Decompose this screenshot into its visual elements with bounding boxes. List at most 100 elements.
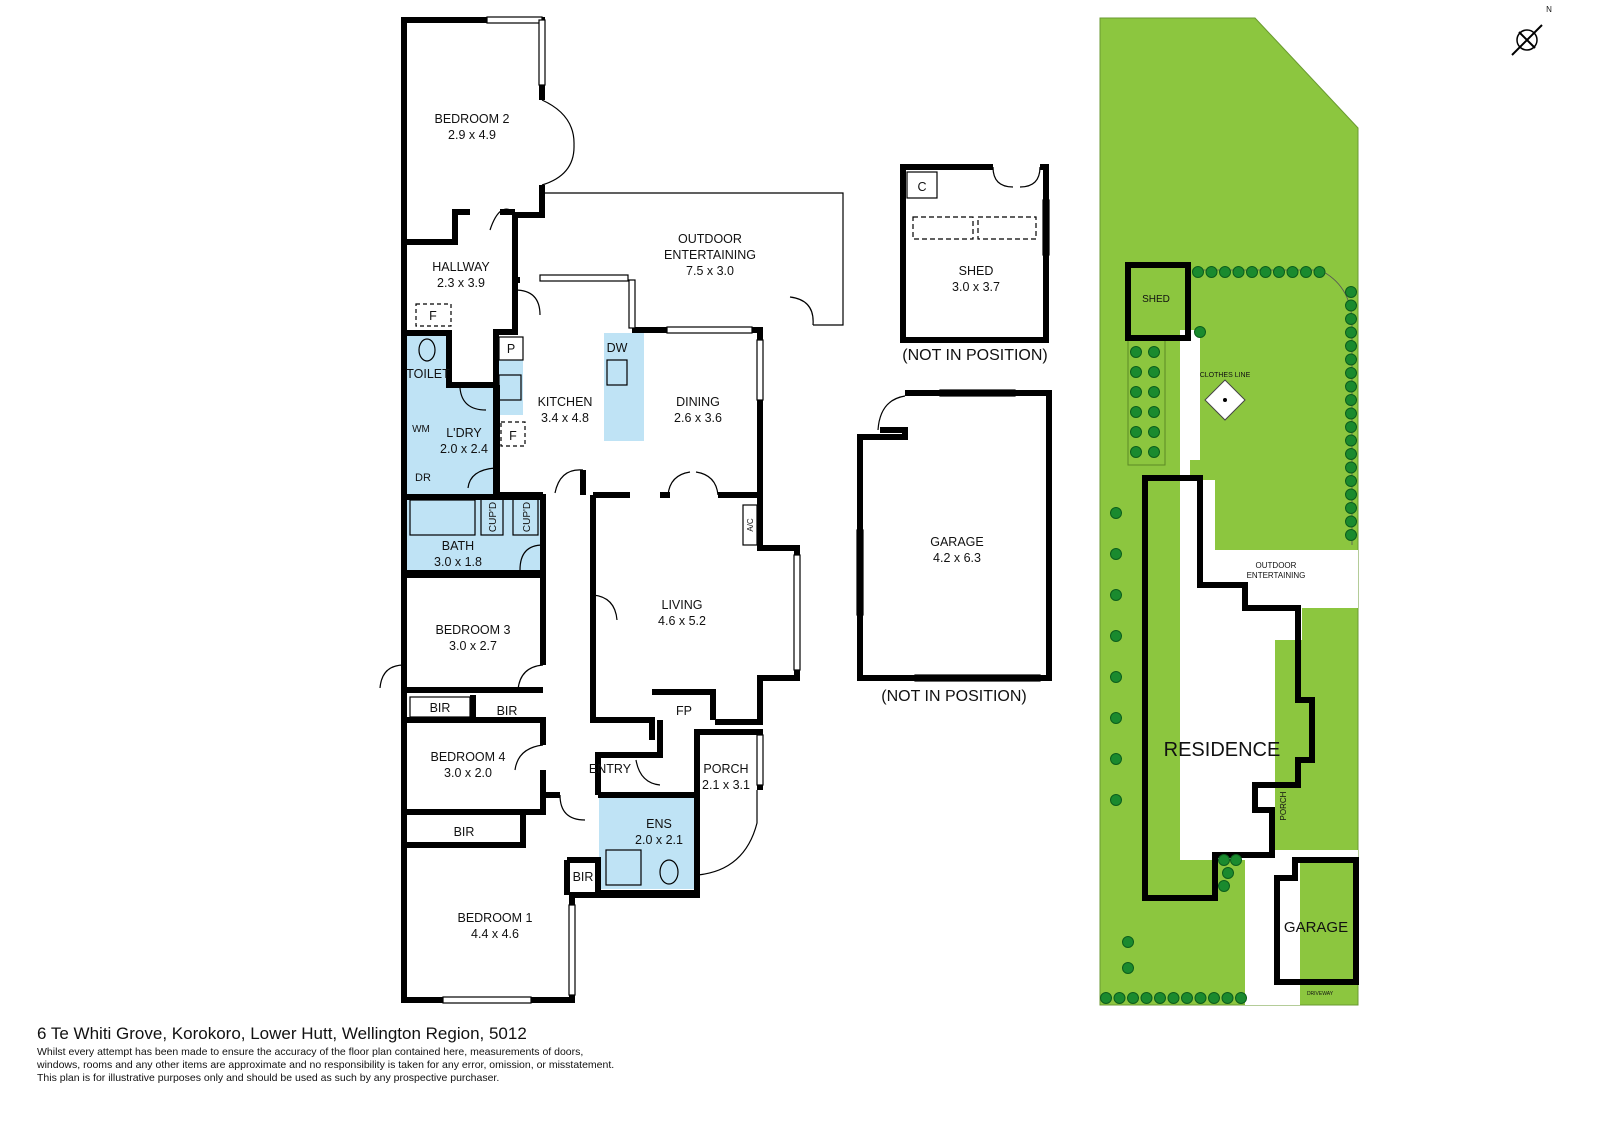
- svg-text:CLOTHES LINE: CLOTHES LINE: [1200, 372, 1251, 379]
- tree-icon: [1286, 266, 1299, 278]
- svg-text:BIR: BIR: [454, 825, 475, 839]
- tree-icon: [1110, 589, 1122, 601]
- svg-text:2.1 x 3.1: 2.1 x 3.1: [702, 778, 750, 792]
- tree-icon: [1345, 421, 1357, 433]
- svg-text:GARAGE: GARAGE: [1284, 919, 1348, 936]
- svg-text:4.6 x 5.2: 4.6 x 5.2: [658, 614, 706, 628]
- svg-text:3.0 x 1.8: 3.0 x 1.8: [434, 555, 482, 569]
- tree-icon: [1300, 266, 1312, 278]
- tree-icon: [1246, 266, 1258, 278]
- tree-icon: [1127, 992, 1139, 1004]
- tree-icon: [1148, 386, 1160, 398]
- svg-text:3.0 x 3.7: 3.0 x 3.7: [952, 280, 1000, 294]
- tree-icon: [1345, 326, 1357, 339]
- tree-icon: [1235, 992, 1247, 1004]
- tree-icon: [1122, 962, 1134, 974]
- tree-icon: [1130, 386, 1142, 398]
- svg-text:DR: DR: [415, 472, 431, 484]
- svg-text:N: N: [1546, 5, 1552, 14]
- site-plan: SHED CLOTHES LINE OUTDOOR ENTERTAINING R…: [1099, 17, 1359, 1006]
- svg-text:PORCH: PORCH: [703, 762, 748, 776]
- svg-text:4.4 x 4.6: 4.4 x 4.6: [471, 927, 519, 941]
- tree-icon: [1130, 446, 1142, 458]
- tree-icon: [1192, 266, 1204, 278]
- tree-icon: [1194, 326, 1206, 338]
- tree-icon: [1259, 266, 1272, 278]
- svg-text:SHED: SHED: [959, 264, 994, 278]
- north-compass-icon: N: [1511, 5, 1552, 56]
- garage-plan: GARAGE 4.2 x 6.3 (NOT IN POSITION): [856, 389, 1052, 705]
- svg-text:2.9 x 4.9: 2.9 x 4.9: [448, 128, 496, 142]
- footer: 6 Te Whiti Grove, Korokoro, Lower Hutt, …: [37, 1024, 614, 1085]
- tree-icon: [1110, 753, 1122, 765]
- tree-icon: [1148, 426, 1160, 438]
- svg-text:7.5 x 3.0: 7.5 x 3.0: [686, 264, 734, 278]
- tree-icon: [1140, 992, 1153, 1004]
- svg-text:GARAGE: GARAGE: [930, 535, 984, 549]
- tree-icon: [1148, 346, 1160, 358]
- tree-icon: [1345, 407, 1357, 420]
- shed-plan: C SHED 3.0 x 3.7 (NOT IN POSITION): [900, 164, 1050, 364]
- tree-icon: [1154, 992, 1166, 1004]
- tree-icon: [1221, 992, 1234, 1004]
- svg-text:(NOT IN POSITION): (NOT IN POSITION): [902, 347, 1047, 364]
- wet-areas: [407, 333, 696, 889]
- tree-icon: [1345, 367, 1357, 379]
- fixtures: F P DW F WM DR CUP'D CUP'D A/C FP BIR BI…: [409, 303, 758, 886]
- tree-icon: [1148, 446, 1160, 458]
- tree-icon: [1345, 502, 1357, 514]
- svg-text:WM: WM: [412, 424, 430, 435]
- svg-text:CUP'D: CUP'D: [522, 502, 533, 532]
- svg-text:4.2 x 6.3: 4.2 x 6.3: [933, 551, 981, 565]
- tree-icon: [1110, 507, 1122, 519]
- outdoor-entertaining-outline: [545, 192, 844, 326]
- tree-icon: [1113, 992, 1126, 1004]
- tree-icon: [1219, 266, 1231, 278]
- svg-text:L'DRY: L'DRY: [446, 426, 482, 440]
- svg-text:PORCH: PORCH: [1279, 791, 1288, 820]
- svg-text:BIR: BIR: [497, 704, 518, 718]
- tree-icon: [1345, 286, 1357, 298]
- tree-icon: [1122, 936, 1134, 948]
- tree-icon: [1130, 406, 1142, 418]
- svg-text:DINING: DINING: [676, 395, 720, 409]
- tree-icon: [1345, 313, 1357, 325]
- svg-text:BEDROOM 3: BEDROOM 3: [435, 623, 510, 637]
- svg-text:F: F: [429, 309, 437, 323]
- disclaimer-line: Whilst every attempt has been made to en…: [37, 1046, 584, 1058]
- tree-icon: [1148, 366, 1160, 378]
- svg-text:FP: FP: [676, 704, 692, 718]
- tree-icon: [1313, 266, 1326, 278]
- svg-text:OUTDOOR: OUTDOOR: [678, 232, 742, 246]
- svg-text:F: F: [509, 429, 517, 443]
- svg-text:3.4 x 4.8: 3.4 x 4.8: [541, 411, 589, 425]
- svg-text:LIVING: LIVING: [662, 598, 703, 612]
- svg-text:TOILET: TOILET: [406, 367, 450, 381]
- tree-icon: [1110, 712, 1122, 724]
- svg-text:2.0 x 2.1: 2.0 x 2.1: [635, 833, 683, 847]
- tree-icon: [1218, 854, 1230, 866]
- svg-text:DW: DW: [607, 341, 628, 355]
- windows: [442, 16, 801, 1004]
- svg-text:BIR: BIR: [430, 701, 451, 715]
- svg-text:OUTDOOR: OUTDOOR: [1256, 561, 1297, 570]
- tree-icon: [1345, 340, 1357, 352]
- tree-icon: [1110, 548, 1122, 560]
- tree-icon: [1345, 461, 1357, 474]
- tree-icon: [1345, 380, 1357, 393]
- svg-text:ENS: ENS: [646, 817, 672, 831]
- svg-text:KITCHEN: KITCHEN: [538, 395, 593, 409]
- svg-text:ENTRY: ENTRY: [589, 762, 632, 776]
- svg-text:BEDROOM 2: BEDROOM 2: [434, 112, 509, 126]
- tree-icon: [1181, 992, 1193, 1004]
- tree-icon: [1130, 426, 1142, 438]
- tree-icon: [1167, 992, 1180, 1004]
- svg-text:SHED: SHED: [1142, 294, 1170, 305]
- tree-icon: [1208, 992, 1220, 1004]
- tree-icon: [1110, 794, 1122, 806]
- tree-icon: [1218, 880, 1230, 892]
- svg-text:3.0 x 2.0: 3.0 x 2.0: [444, 766, 492, 780]
- tree-icon: [1345, 529, 1357, 541]
- svg-text:BATH: BATH: [442, 539, 474, 553]
- svg-text:(NOT IN POSITION): (NOT IN POSITION): [881, 688, 1026, 705]
